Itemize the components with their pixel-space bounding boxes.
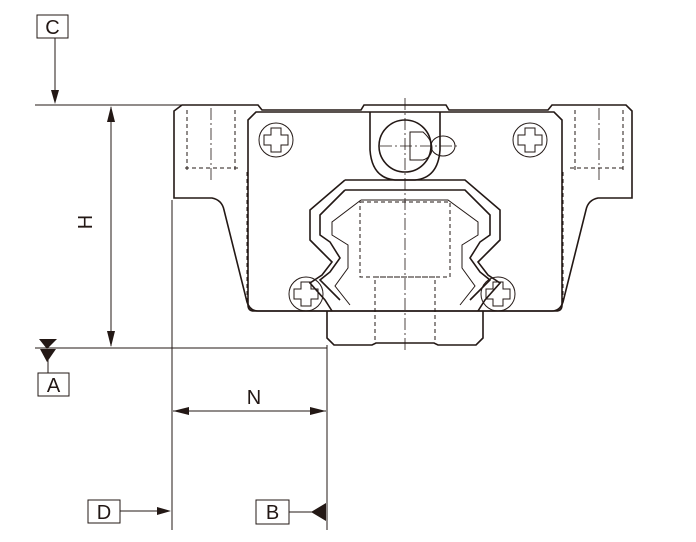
end-plate <box>247 111 563 312</box>
seal-inner <box>318 189 492 301</box>
datum-b: B <box>255 499 326 525</box>
screw-icon <box>258 122 294 158</box>
svg-text:D: D <box>97 502 111 524</box>
dimension-n: N <box>173 387 326 415</box>
flange-hole-right <box>562 108 625 300</box>
rail-outline <box>331 199 479 306</box>
grease-nipple-body <box>409 131 433 161</box>
datum-a: A <box>37 339 70 397</box>
rail-bolt-shank-hidden <box>374 276 436 344</box>
svg-text:A: A <box>47 375 61 397</box>
datum-c: C <box>36 14 69 104</box>
dimension-h-label: H <box>75 215 97 229</box>
flange-hole-left <box>185 108 248 300</box>
screw-icon <box>288 276 324 312</box>
dimension-h: H <box>75 106 115 347</box>
svg-text:C: C <box>45 17 59 39</box>
svg-text:B: B <box>266 502 279 524</box>
screw-icon <box>512 122 548 158</box>
dimension-n-label: N <box>247 387 261 409</box>
screw-icon <box>480 276 516 312</box>
datum-d: D <box>87 499 171 524</box>
seal-outer <box>308 179 502 312</box>
